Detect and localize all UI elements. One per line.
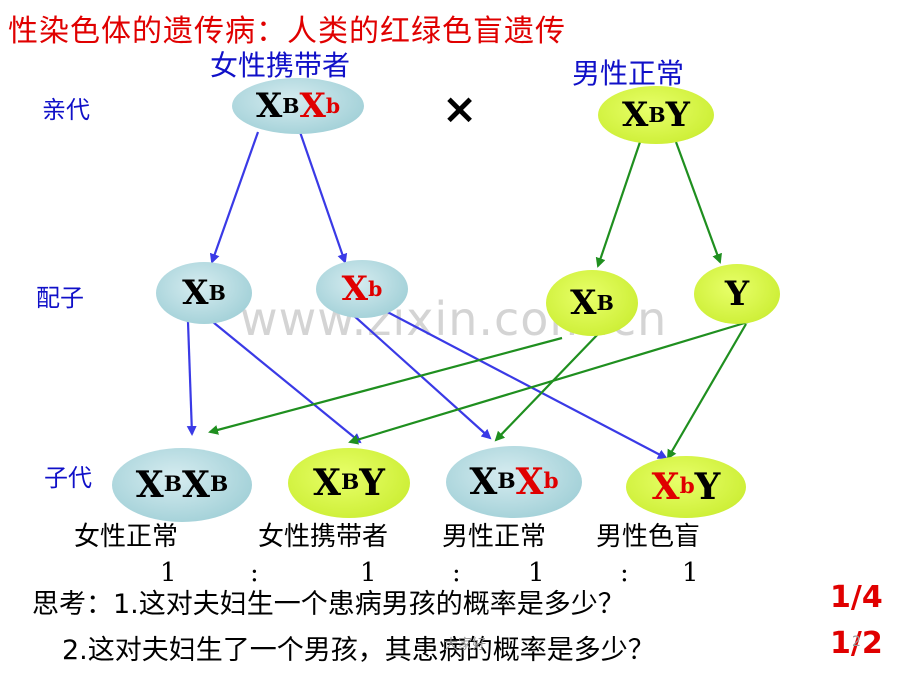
- row-label-parental: 亲代: [42, 96, 90, 124]
- answer-1: 1/4: [830, 580, 883, 615]
- cross-symbol: ×: [442, 84, 478, 133]
- ratio-value-1: 1: [160, 558, 177, 588]
- footer-text: 大家好: [444, 637, 486, 653]
- arrow-father-to-gamete-XB: [595, 141, 642, 268]
- question-2: 2.这对夫妇生了一个男孩，其患病的概率是多少？: [62, 635, 655, 666]
- arrow-gamete-XB-to-child-1: [208, 336, 563, 435]
- slide-title: 性染色体的遗传病：人类的红绿色盲遗传: [8, 14, 566, 49]
- arrow-father-to-gamete-Y: [674, 141, 722, 264]
- ratio-separator-1: :: [250, 558, 259, 588]
- offspring-label-4: 男性色盲: [596, 522, 701, 552]
- ratio-value-3: 1: [528, 558, 545, 588]
- answer-2: 1/2: [830, 626, 883, 661]
- arrow-gamete-XB-to-child-1: [186, 321, 197, 436]
- arrow-gamete-XB-to-child-2: [207, 317, 362, 444]
- ratio-separator-2: :: [452, 558, 461, 588]
- row-label-gametes: 配子: [36, 284, 84, 312]
- ratio-value-2: 1: [360, 558, 377, 588]
- mother-phenotype-label: 女性携带者: [210, 49, 351, 82]
- arrow-gamete-XB-to-child-3: [494, 331, 601, 442]
- arrow-mother-to-gamete-Xb: [298, 131, 348, 264]
- question-1: 思考：1.这对夫妇生一个患病男孩的概率是多少？: [32, 582, 625, 621]
- ratio-value-4: 1: [682, 558, 699, 588]
- offspring-label-2: 女性携带者: [258, 522, 389, 552]
- offspring-label-3: 男性正常: [442, 522, 547, 552]
- arrow-gamete-Y-to-child-2: [348, 320, 749, 445]
- arrow-gamete-Y-to-child-4: [666, 323, 747, 460]
- row-label-offspring: 子代: [44, 464, 92, 492]
- arrow-mother-to-gamete-XB: [209, 131, 260, 264]
- gamete-father-Y: Y: [694, 264, 780, 324]
- father-phenotype-label: 男性正常: [572, 57, 685, 90]
- page-number: 2: [852, 634, 861, 650]
- offspring-label-1: 女性正常: [74, 522, 179, 552]
- arrow-gamete-Xb-to-child-4: [375, 305, 668, 459]
- ratio-separator-3: :: [620, 558, 629, 588]
